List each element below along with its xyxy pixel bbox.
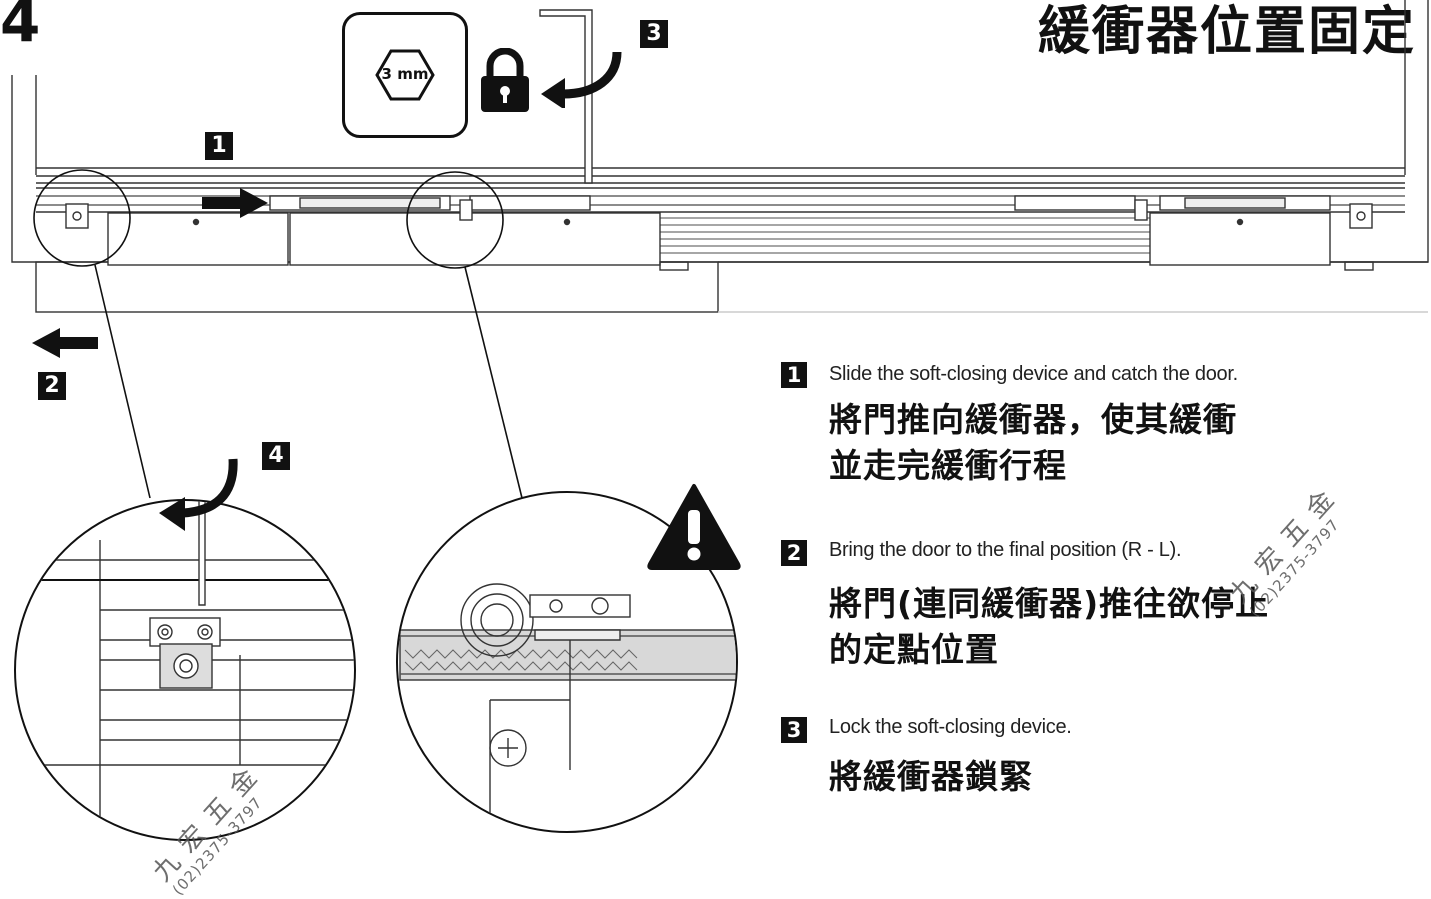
hex-key-size-box: 3 mm — [342, 12, 468, 138]
instruction-2-cn-line2: 的定點位置 — [829, 630, 999, 669]
arrow-left-icon — [32, 328, 98, 358]
hex-key-size-label: 3 mm — [381, 65, 429, 83]
left-detail-view — [18, 501, 354, 839]
callout-2: 2 — [38, 372, 66, 400]
callout-4: 4 — [262, 442, 290, 470]
instruction-1-number: 1 — [781, 362, 807, 388]
arrow-right-icon — [202, 188, 268, 218]
hex-key-icon — [375, 49, 435, 101]
instruction-3-cn-line1: 將緩衝器鎖緊 — [829, 757, 1033, 796]
instruction-2-cn-line1: 將門(連同緩衝器)推往欲停止 — [829, 584, 1270, 623]
lock-icon — [481, 48, 529, 112]
right-detail-view — [399, 583, 736, 830]
callout-1: 1 — [205, 132, 233, 160]
instruction-3-number: 3 — [781, 717, 807, 743]
instruction-2-en: Bring the door to the final position (R … — [829, 539, 1182, 561]
step-number: 4 — [0, 0, 41, 55]
instruction-2-number: 2 — [781, 540, 807, 566]
rotate-arrow-icon — [541, 51, 622, 108]
warning-icon — [647, 484, 741, 570]
callout-3: 3 — [640, 20, 668, 48]
rotate-arrow-icon — [159, 458, 238, 531]
instruction-1-en: Slide the soft-closing device and catch … — [829, 363, 1238, 385]
instruction-1-cn-line1: 將門推向緩衝器，使其緩衝 — [829, 400, 1237, 439]
page-title: 緩衝器位置固定 — [1038, 2, 1417, 62]
instruction-1-cn-line2: 並走完緩衝行程 — [829, 446, 1067, 485]
instruction-3-en: Lock the soft-closing device. — [829, 716, 1072, 738]
rail-assembly-drawing — [11, 0, 1429, 841]
